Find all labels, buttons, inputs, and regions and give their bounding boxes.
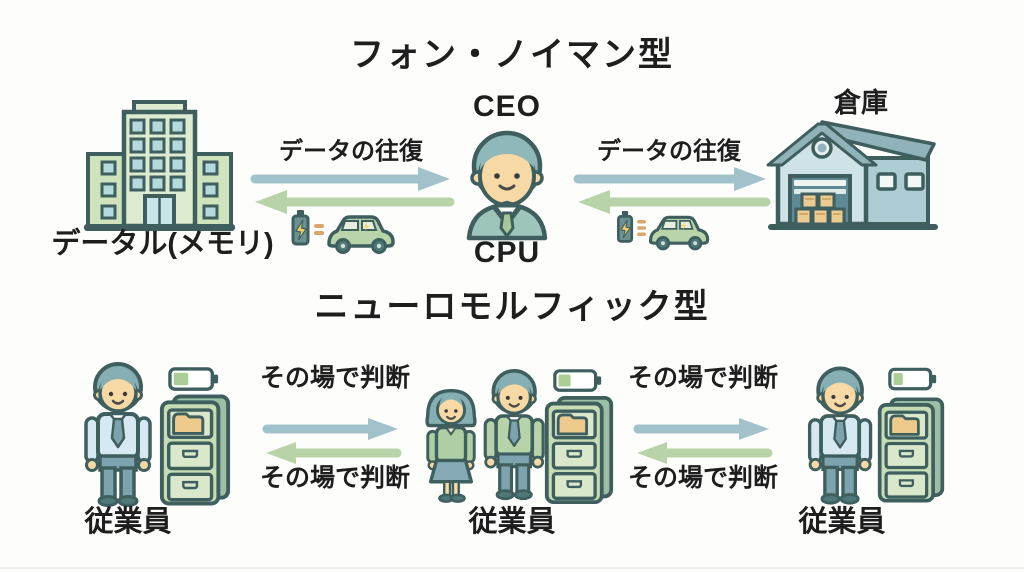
employee-label: 従業員 <box>84 506 172 538</box>
arrow-right-icon <box>250 167 450 191</box>
flow-label-bottom: その場で判断 <box>259 464 410 492</box>
arrow-right-icon <box>633 418 769 440</box>
arrow-left-icon <box>637 442 773 464</box>
file-cabinet-icon <box>877 397 945 503</box>
warehouse-icon <box>766 120 938 230</box>
file-cabinet-icon <box>159 394 231 506</box>
flow-label-bottom: その場で判断 <box>627 464 778 492</box>
flow-label: データの往復 <box>597 138 741 165</box>
flow-label-top: その場で判断 <box>627 364 778 392</box>
office-building-icon <box>84 100 235 231</box>
employee-label: 従業員 <box>798 506 886 538</box>
arrow-right-icon <box>262 418 398 440</box>
employee-man-icon <box>483 368 545 501</box>
memory-label: データル(メモリ) <box>51 228 274 260</box>
von-neumann-title: フォン・ノイマン型 <box>350 36 674 74</box>
local-decision-flow-left: その場で判断 その場で判断 <box>252 364 418 494</box>
battery-icon <box>888 367 937 391</box>
employee-man-icon <box>84 362 152 507</box>
battery-icon <box>168 367 219 391</box>
battery-icon <box>553 369 602 392</box>
battery-equals-car-icon <box>291 210 395 254</box>
employee-label: 従業員 <box>468 506 556 538</box>
local-decision-flow-right: その場で判断 その場で判断 <box>620 364 786 494</box>
arrow-left-icon <box>578 190 771 214</box>
file-cabinet-icon <box>544 396 614 504</box>
bottom-edge-artifact <box>0 567 1024 569</box>
business-person-icon <box>466 130 548 241</box>
battery-equals-car-icon <box>617 211 710 251</box>
flow-label-top: その場で判断 <box>259 364 410 392</box>
employee-woman-icon <box>425 388 477 503</box>
ceo-label: CEO <box>472 90 541 123</box>
warehouse-label: 倉庫 <box>834 88 888 118</box>
flow-label: データの往復 <box>279 138 423 165</box>
arrow-left-icon <box>255 190 455 214</box>
arrow-right-icon <box>573 167 766 191</box>
arrow-left-icon <box>266 442 402 464</box>
employee-man-icon <box>807 366 873 505</box>
cpu-warehouse-flow: データの往復 <box>563 138 775 258</box>
memory-cpu-flow: データの往復 <box>245 138 457 258</box>
neuromorphic-title: ニューロモルフィック型 <box>314 288 710 326</box>
cpu-label: CPU <box>473 236 541 269</box>
